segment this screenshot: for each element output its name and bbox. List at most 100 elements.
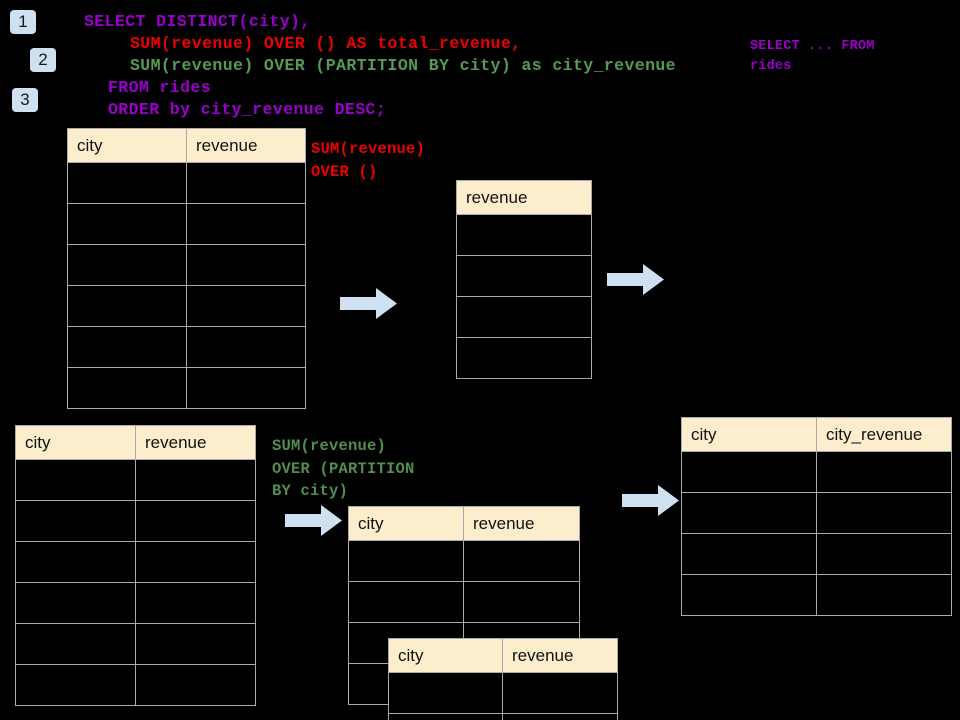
- table-row: [67, 244, 306, 286]
- cell-city: [681, 533, 817, 575]
- cell-revenue: [456, 255, 592, 297]
- table-row: [456, 214, 592, 256]
- table-row: [15, 582, 256, 624]
- table-total-revenue: revenue: [456, 180, 592, 379]
- table-row: [15, 459, 256, 501]
- table-row: [67, 285, 306, 327]
- cell-city: [67, 162, 187, 204]
- cell-city: [15, 582, 136, 624]
- table-row: [348, 581, 580, 623]
- arrow-source-to-partition: [285, 505, 342, 536]
- table-row: [67, 326, 306, 368]
- cell-city: [15, 500, 136, 542]
- cell-revenue: [186, 367, 306, 409]
- table-row: [388, 672, 618, 714]
- cell-city-revenue: [816, 533, 952, 575]
- table-row: [15, 500, 256, 542]
- table-rides-source-top: city revenue: [67, 128, 306, 409]
- sql-line-sum-over-partition: SUM(revenue) OVER (PARTITION BY city) as…: [130, 56, 676, 75]
- cell-revenue: [186, 203, 306, 245]
- column-header-city: city: [388, 638, 503, 673]
- table-row: [456, 255, 592, 297]
- table-row: [348, 540, 580, 582]
- sql-line-order-by: ORDER by city_revenue DESC;: [108, 100, 387, 119]
- column-header-city: city: [681, 417, 817, 452]
- column-header-revenue: revenue: [502, 638, 618, 673]
- cell-revenue: [135, 500, 256, 542]
- cell-revenue: [186, 244, 306, 286]
- cell-revenue: [463, 581, 580, 623]
- cell-revenue: [456, 214, 592, 256]
- cell-revenue: [502, 713, 618, 720]
- table-row: [681, 574, 952, 616]
- cell-city-revenue: [816, 574, 952, 616]
- cell-city: [15, 664, 136, 706]
- cell-revenue: [135, 623, 256, 665]
- table-header-row: city revenue: [67, 128, 306, 163]
- cell-city: [15, 459, 136, 501]
- cell-revenue: [135, 459, 256, 501]
- cell-revenue: [135, 664, 256, 706]
- cell-city: [67, 326, 187, 368]
- sql-line-from: FROM rides: [108, 78, 212, 97]
- cell-revenue: [502, 672, 618, 714]
- cell-city: [388, 713, 503, 720]
- table-partition-group-b: city revenue: [388, 638, 618, 720]
- cell-revenue: [186, 326, 306, 368]
- sql-line-sum-over-empty: SUM(revenue) OVER () AS total_revenue,: [130, 34, 522, 53]
- cell-revenue: [186, 162, 306, 204]
- table-row: [456, 337, 592, 379]
- cell-city: [15, 541, 136, 583]
- arrow-partition-to-result: [622, 485, 679, 516]
- table-row: [456, 296, 592, 338]
- cell-city: [67, 367, 187, 409]
- sql-sidenote-line-2: rides: [750, 59, 792, 74]
- cell-city: [348, 581, 464, 623]
- table-row: [681, 533, 952, 575]
- table-row: [67, 203, 306, 245]
- column-header-revenue: revenue: [186, 128, 306, 163]
- table-header-row: revenue: [456, 180, 592, 215]
- cell-city: [681, 574, 817, 616]
- table-row: [681, 492, 952, 534]
- table-row: [15, 541, 256, 583]
- arrow-total-to-result: [607, 264, 664, 295]
- table-row: [15, 623, 256, 665]
- cell-city: [15, 623, 136, 665]
- sql-sidenote-line-1: SELECT ... FROM: [750, 39, 875, 54]
- sql-line-select-distinct: SELECT DISTINCT(city),: [84, 12, 311, 31]
- table-row: [388, 713, 618, 720]
- cell-city: [67, 244, 187, 286]
- cell-city: [348, 540, 464, 582]
- column-header-revenue: revenue: [463, 506, 580, 541]
- table-header-row: city revenue: [388, 638, 618, 673]
- cell-city: [67, 203, 187, 245]
- cell-revenue: [456, 296, 592, 338]
- table-row: [67, 162, 306, 204]
- cell-revenue: [463, 540, 580, 582]
- cell-city: [67, 285, 187, 327]
- cell-revenue: [186, 285, 306, 327]
- cell-revenue: [135, 582, 256, 624]
- step-badge-2: 2: [30, 48, 56, 72]
- table-header-row: city revenue: [348, 506, 580, 541]
- table-header-row: city revenue: [15, 425, 256, 460]
- cell-city: [388, 672, 503, 714]
- column-header-city: city: [67, 128, 187, 163]
- annotation-sum-over-empty: SUM(revenue) OVER (): [311, 140, 426, 181]
- table-row: [681, 451, 952, 493]
- cell-revenue: [135, 541, 256, 583]
- table-row: [15, 664, 256, 706]
- column-header-city-revenue: city_revenue: [816, 417, 952, 452]
- table-row: [67, 367, 306, 409]
- table-final-result: city city_revenue: [681, 417, 952, 616]
- cell-revenue: [456, 337, 592, 379]
- column-header-city: city: [15, 425, 136, 460]
- column-header-revenue: revenue: [135, 425, 256, 460]
- cell-city-revenue: [816, 451, 952, 493]
- cell-city: [681, 492, 817, 534]
- step-badge-1: 1: [10, 10, 36, 34]
- table-rides-source-bottom: city revenue: [15, 425, 256, 706]
- cell-city-revenue: [816, 492, 952, 534]
